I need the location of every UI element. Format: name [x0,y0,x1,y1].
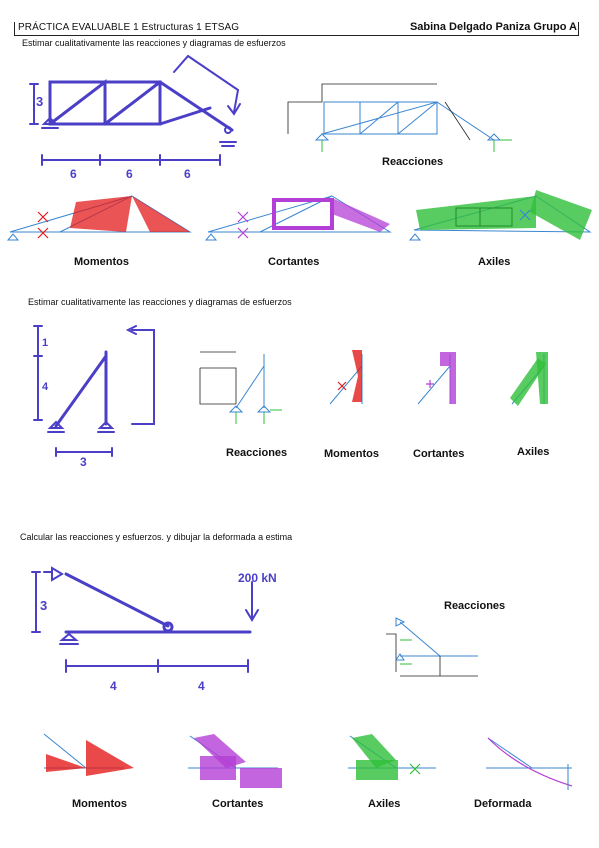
ex2-momentos-diagram [329,350,363,405]
ex3-label-axiles: Axiles [368,798,401,810]
ex2-reacciones-diagram [199,351,282,424]
ex1-label-axiles: Axiles [478,256,511,268]
header-student-name: Sabina Delgado Paniza Grupo A [409,21,577,33]
ex2-axiles-diagram [510,352,548,406]
ex3-dim-span-1: 4 [110,679,117,693]
ex1-sketch-truss [29,54,241,166]
ex3-label-deformada: Deformada [474,798,532,810]
ex1-dim-height: 3 [36,94,43,109]
ex3-cortantes-diagram [188,734,282,788]
ex1-axiles-diagram [408,190,592,241]
ex3-reacciones-diagram [386,617,478,677]
header-bar-right [578,22,579,35]
ex1-label-cortantes: Cortantes [268,256,320,268]
ex3-label-cortantes: Cortantes [212,798,264,810]
ex2-dim-top: 1 [42,337,48,349]
ex1-instruction: Estimar cualitativamente las reacciones … [22,38,286,48]
ex2-cortantes-diagram [417,352,456,405]
ex2-label-reacciones: Reacciones [226,447,288,459]
ex1-reacciones-diagram [287,83,512,152]
ex3-sketch-structure [31,566,259,673]
ex3-label-reacciones: Reacciones [444,600,506,612]
ex2-dim-span: 3 [80,455,87,469]
ex3-dim-height: 3 [40,598,47,613]
header-bar-left [14,22,15,35]
ex3-deformada-diagram [486,737,573,790]
ex1-dim-span-1: 6 [70,167,77,181]
header-rule [14,35,579,36]
ex2-sketch-frame [33,325,155,457]
ex1-dim-span-2: 6 [126,167,133,181]
ex1-label-reacciones: Reacciones [382,156,444,168]
ex3-momentos-diagram [43,733,134,776]
ex2-dim-height: 4 [42,381,49,393]
ex1-dim-span-3: 6 [184,167,191,181]
ex3-label-momentos: Momentos [72,798,127,810]
ex3-axiles-diagram [348,734,436,780]
ex1-cortantes-diagram [204,195,392,241]
ex3-instruction: Calcular las reacciones y esfuerzos. y d… [20,532,293,542]
header-course-title: PRÁCTICA EVALUABLE 1 Estructuras 1 ETSAG [18,22,240,33]
ex2-label-cortantes: Cortantes [413,448,465,460]
ex3-dim-span-2: 4 [198,679,205,693]
ex2-label-axiles: Axiles [517,446,550,458]
ex2-label-momentos: Momentos [324,448,379,460]
ex1-momentos-diagram [6,195,192,241]
ex2-instruction: Estimar cualitativamente las reacciones … [28,297,292,307]
ex3-load-label: 200 kN [238,571,277,585]
ex1-label-momentos: Momentos [74,256,129,268]
